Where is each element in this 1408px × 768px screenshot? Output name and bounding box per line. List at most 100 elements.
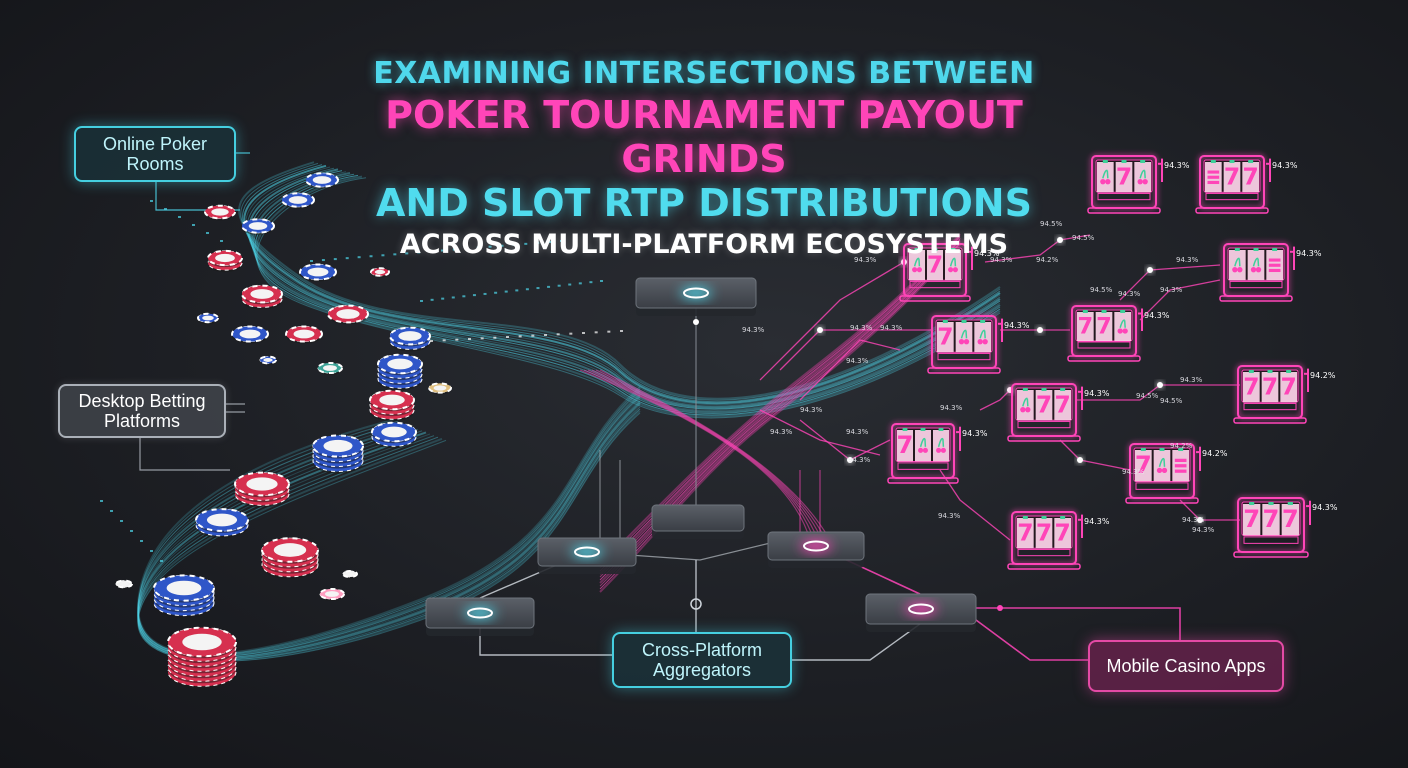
cherry-symbol bbox=[948, 267, 954, 273]
small-rtp-label: 94.2% bbox=[1170, 442, 1193, 450]
slot-tray bbox=[909, 280, 961, 289]
junction-ring bbox=[690, 598, 702, 610]
particle-dot bbox=[531, 334, 535, 337]
chip-center bbox=[250, 289, 274, 299]
seven-symbol: 7 bbox=[1262, 372, 1278, 400]
seven-symbol: 7 bbox=[1224, 162, 1240, 190]
particle-dot bbox=[381, 254, 385, 257]
bar-symbol bbox=[1268, 268, 1281, 273]
connector-platforms bbox=[425, 277, 977, 636]
reel bbox=[1035, 518, 1053, 549]
seven-symbol: 7 bbox=[1096, 314, 1112, 340]
particle-dot bbox=[569, 332, 573, 335]
reel-indicator bbox=[942, 320, 948, 323]
reel-indicator bbox=[1268, 502, 1274, 505]
small-rtp-label: 94.5% bbox=[1136, 392, 1159, 400]
wire bbox=[759, 261, 905, 381]
chip-center bbox=[345, 572, 355, 576]
online-poker-rooms-label: Online Poker Rooms bbox=[102, 134, 208, 174]
particle-dot bbox=[512, 243, 516, 246]
platform-ring bbox=[803, 540, 829, 552]
particle-dot bbox=[594, 331, 598, 334]
reel bbox=[1134, 162, 1151, 193]
particle-dot bbox=[150, 200, 153, 202]
cherry-symbol bbox=[1100, 179, 1106, 185]
chip-center bbox=[263, 358, 273, 362]
poker-chip-stack bbox=[153, 574, 215, 618]
title-line-3: AND SLOT RTP DISTRIBUTIONS bbox=[376, 181, 1032, 225]
particle-dot bbox=[506, 336, 509, 338]
cherry-stem bbox=[919, 437, 927, 448]
particle-dot bbox=[455, 338, 459, 341]
particle-dot bbox=[557, 284, 561, 287]
bar-symbol bbox=[1268, 258, 1281, 262]
slot-base bbox=[1067, 355, 1141, 362]
seven-symbol: 7 bbox=[1243, 372, 1259, 400]
connector-platform bbox=[537, 537, 637, 574]
bar-symbol bbox=[1207, 175, 1220, 179]
reel bbox=[1077, 312, 1094, 341]
mobile-casino-apps-label: Mobile Casino Apps bbox=[1106, 656, 1266, 676]
poker-chip-stack bbox=[115, 579, 133, 590]
chip-center bbox=[182, 633, 222, 651]
seven-symbol: 7 bbox=[1263, 504, 1280, 533]
cherry-symbol bbox=[963, 339, 970, 345]
cherry-symbol bbox=[912, 267, 918, 273]
desktop-betting-platforms-node[interactable]: Desktop Betting Platforms bbox=[58, 384, 226, 438]
cherry-symbol bbox=[1161, 467, 1168, 474]
reel bbox=[915, 430, 931, 462]
wire bbox=[139, 438, 230, 471]
reel bbox=[1247, 250, 1265, 281]
reel-indicator bbox=[1248, 370, 1254, 373]
wire bbox=[1139, 279, 1221, 321]
particle-dot bbox=[524, 242, 528, 245]
particle-dot bbox=[464, 247, 468, 250]
particle-dot bbox=[430, 298, 434, 301]
cherry-stem bbox=[1234, 257, 1241, 267]
particle-dot bbox=[140, 540, 143, 542]
poker-chip-stack bbox=[241, 218, 275, 235]
particle-dot bbox=[393, 253, 397, 256]
poker-chip-stack bbox=[377, 353, 423, 391]
title-line-4: ACROSS MULTI-PLATFORM ECOSYSTEMS bbox=[399, 229, 1009, 260]
particle-dot bbox=[160, 560, 163, 562]
trace-node bbox=[1077, 457, 1083, 463]
small-rtp-label: 94.3% bbox=[1182, 516, 1205, 524]
mobile-casino-apps-node[interactable]: Mobile Casino Apps bbox=[1088, 640, 1284, 692]
reel bbox=[1017, 390, 1034, 421]
particle-dot bbox=[620, 330, 623, 332]
small-rtp-label: 94.3% bbox=[850, 324, 873, 332]
reel bbox=[1243, 372, 1260, 403]
poker-chip-stack bbox=[231, 325, 269, 344]
cross-platform-aggregators-node[interactable]: Cross-Platform Aggregators bbox=[612, 632, 792, 688]
reel bbox=[1114, 312, 1131, 341]
cyan-stream bbox=[255, 175, 1001, 418]
particle-dot bbox=[178, 216, 181, 218]
cherry-stem bbox=[1102, 169, 1109, 179]
poker-chip-stack bbox=[389, 326, 431, 352]
reel bbox=[1115, 162, 1133, 193]
chip-center bbox=[307, 267, 329, 277]
chip-center bbox=[273, 543, 307, 557]
cherry-symbol bbox=[1025, 407, 1031, 413]
online-poker-rooms-node[interactable]: Online Poker Rooms bbox=[74, 126, 236, 182]
small-rtp-label: 94.3% bbox=[846, 428, 869, 436]
platform-top bbox=[651, 504, 745, 532]
reel-indicator bbox=[1022, 388, 1028, 391]
particle-dot bbox=[468, 338, 471, 340]
cherry-symbol bbox=[1105, 179, 1111, 185]
platform-ring bbox=[683, 287, 709, 299]
slot-rtp-label: 94.3% bbox=[962, 429, 988, 438]
particle-dot bbox=[556, 333, 560, 336]
particle-dot bbox=[547, 285, 551, 288]
cherry-symbol bbox=[952, 267, 958, 273]
reel bbox=[1097, 162, 1114, 193]
reel-indicator bbox=[961, 320, 967, 323]
reel-indicator bbox=[938, 428, 944, 431]
particle-dot bbox=[369, 255, 373, 258]
particle-dot bbox=[600, 280, 603, 282]
particle-dot bbox=[206, 232, 209, 234]
chip-center bbox=[323, 365, 337, 371]
